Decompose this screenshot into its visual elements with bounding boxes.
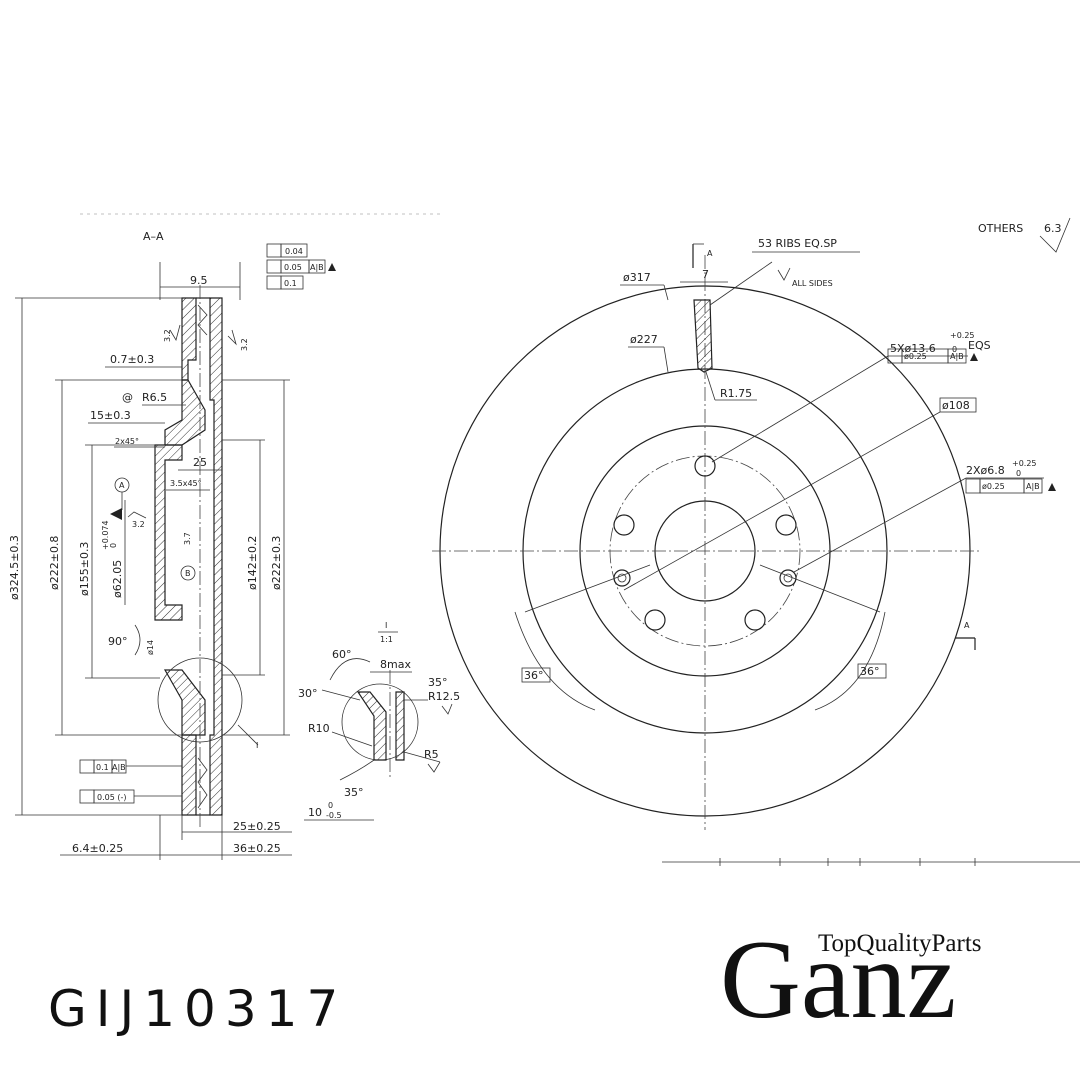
- svg-text:+0.25: +0.25: [950, 331, 975, 340]
- radius-10: R10: [308, 722, 330, 735]
- dim-bottom-36: 36±0.25: [233, 842, 281, 855]
- svg-text:0: 0: [328, 801, 333, 810]
- svg-text:A|B: A|B: [310, 263, 324, 272]
- dim-222-left: ø222±0.8: [48, 536, 61, 590]
- dim-10: 10: [308, 806, 322, 819]
- radius-hub: R6.5: [142, 391, 167, 404]
- others-label: OTHERS: [978, 222, 1023, 235]
- bolt-holes: [613, 455, 797, 631]
- chamfer-1: 2x45°: [115, 437, 139, 446]
- svg-text:-0.5: -0.5: [326, 811, 342, 820]
- dim-vent-gap: 25: [193, 456, 207, 469]
- svg-text:A|B: A|B: [112, 763, 126, 772]
- holes-2-frame: ø0.25 A|B: [965, 478, 1056, 494]
- dim-bottom-64: 6.4±0.25: [72, 842, 123, 855]
- locating-holes: [613, 569, 797, 587]
- svg-text:ø0.25: ø0.25: [982, 482, 1005, 491]
- dim-222-right: ø222±0.3: [270, 536, 283, 590]
- svg-text:0.05 (-): 0.05 (-): [97, 793, 126, 802]
- svg-text:0: 0: [1016, 469, 1021, 478]
- section-mark-top: A: [707, 249, 713, 258]
- svg-text:EQS: EQS: [968, 339, 991, 352]
- part-number: GIJ10317: [48, 980, 348, 1038]
- svg-text:0.1: 0.1: [284, 279, 297, 288]
- radius-175: R1.75: [720, 387, 752, 400]
- angle-30: 30°: [298, 687, 318, 700]
- dim-155: ø155±0.3: [78, 542, 91, 596]
- runout-frame: 0.05 A|B: [266, 259, 336, 274]
- dim-thickness: 9.5: [190, 274, 208, 287]
- triangle-icon: [328, 263, 336, 271]
- front-view: A 53 RIBS EQ.SP ALL SIDES ø317 7 ø227 R1…: [432, 217, 1080, 866]
- radius-5: R5: [424, 748, 439, 761]
- svg-text:+0.25: +0.25: [1012, 459, 1037, 468]
- section-title: A–A: [143, 230, 164, 243]
- svg-text:0: 0: [952, 345, 957, 354]
- parallel-frame: 0.1: [266, 275, 304, 290]
- angle-left: 36°: [524, 669, 544, 682]
- dim-7: 7: [702, 268, 709, 281]
- dim-hub-height: 15±0.3: [90, 409, 131, 422]
- dim-142: ø142±0.2: [246, 536, 259, 590]
- svg-text:A|B: A|B: [1026, 482, 1040, 491]
- chamfer-2: 3.5x45°: [170, 479, 202, 488]
- section-view: A–A 0.04 0.05 A|B 0.1 9.5: [8, 213, 440, 860]
- flatness-frame: 0.04: [266, 243, 308, 258]
- dim-bore: ø62.05: [111, 560, 124, 598]
- dim-14: ø14: [146, 640, 155, 655]
- svg-text:+0.074: +0.074: [101, 520, 110, 550]
- holes-5-frame: ø0.25 A|B: [887, 348, 978, 364]
- svg-text:3.2: 3.2: [240, 338, 249, 351]
- angle-60: 60°: [332, 648, 352, 661]
- svg-text:3.7: 3.7: [183, 532, 192, 545]
- angle-35-top: 35°: [428, 676, 448, 689]
- datum-a: A: [119, 481, 125, 490]
- dim-bottom-25: 25±0.25: [233, 820, 281, 833]
- dim-8max: 8max: [380, 658, 411, 671]
- tol-frame-bottom-1: 0.1 A|B: [79, 759, 182, 774]
- svg-text:0.04: 0.04: [285, 247, 303, 256]
- dim-317: ø317: [623, 271, 651, 284]
- svg-text:0: 0: [109, 543, 118, 548]
- holes-5: 5Xø13.6: [890, 342, 936, 355]
- others-value: 6.3: [1044, 222, 1062, 235]
- holes-2: 2Xø6.8: [966, 464, 1005, 477]
- brand-name: Ganz: [720, 918, 957, 1042]
- dim-227: ø227: [630, 333, 658, 346]
- detail-ref: I: [256, 741, 258, 750]
- section-mark-side: A: [964, 621, 970, 630]
- detail-scale: 1:1: [380, 635, 393, 644]
- ribs-note: 53 RIBS EQ.SP: [758, 237, 837, 250]
- svg-text:3.2: 3.2: [163, 329, 172, 342]
- dim-hub-offset: 0.7±0.3: [110, 353, 154, 366]
- svg-text:0.05: 0.05: [284, 263, 302, 272]
- angle-35-bottom: 35°: [344, 786, 364, 799]
- svg-text:ø0.25: ø0.25: [904, 352, 927, 361]
- radius-hub-at: @: [122, 391, 133, 404]
- angle-right: 36°: [860, 665, 880, 678]
- radius-125: R12.5: [428, 690, 460, 703]
- brand-tagline: TopQualityParts: [818, 930, 982, 957]
- svg-text:A|B: A|B: [950, 352, 964, 361]
- datum-b: B: [185, 569, 191, 578]
- detail-label: I: [385, 621, 387, 630]
- tol-frame-bottom-2: 0.05 (-): [79, 789, 182, 804]
- dim-108: ø108: [942, 399, 970, 412]
- svg-text:3.2: 3.2: [132, 520, 145, 529]
- svg-text:0.1: 0.1: [96, 763, 109, 772]
- detail-view: I 1:1 60° 30° 8max 35° R12.5 R10 R5 35° …: [298, 621, 460, 821]
- brand-logo: Ganz TopQualityParts: [720, 924, 1040, 1040]
- dim-outer-dia: ø324.5±0.3: [8, 535, 21, 600]
- dim-angle-90: 90°: [108, 635, 128, 648]
- all-sides: ALL SIDES: [792, 279, 833, 288]
